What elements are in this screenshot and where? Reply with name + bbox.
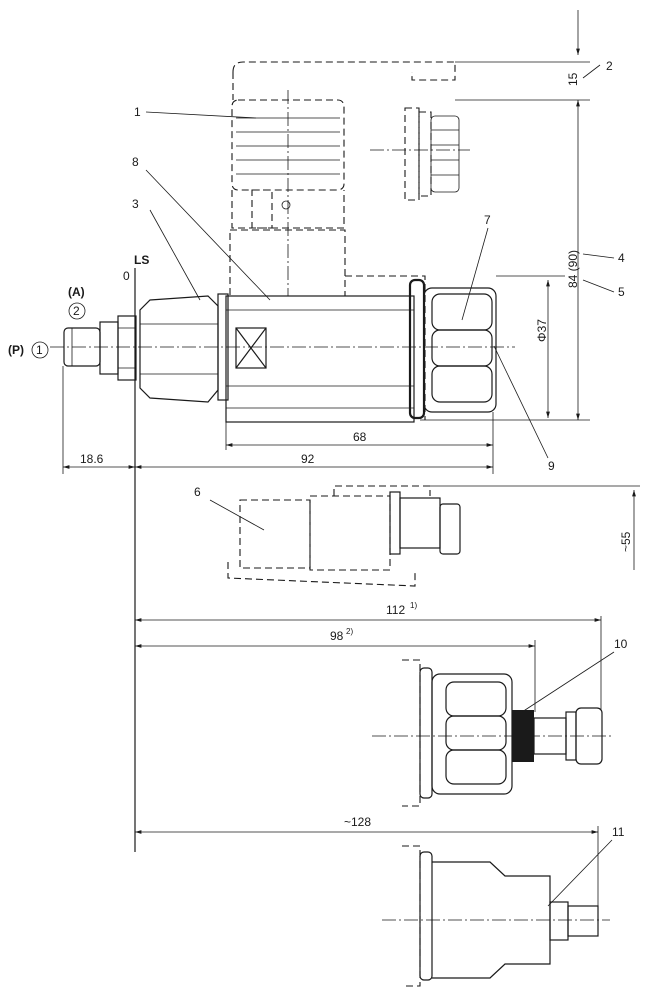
hex-nut	[139, 293, 229, 403]
ls-label: LS	[134, 253, 149, 267]
callout-10: 10	[614, 637, 628, 651]
dim-37: Φ37	[535, 319, 549, 342]
callout-8: 8	[132, 155, 139, 169]
dim-92: 92	[301, 452, 315, 466]
sensor-body	[225, 278, 497, 423]
callout-3: 3	[132, 197, 139, 211]
dim-112: 112	[386, 603, 405, 617]
dimension-texts: 15 84 (90) Φ37 68 92 18.6 ~55 112 1) 98 …	[80, 72, 633, 829]
callout-numbers: 1 2 3 4 5 6 7 8 9 10 11	[132, 59, 628, 839]
port-p-number: 1	[36, 343, 43, 357]
callout-5: 5	[618, 285, 625, 299]
port-p-label: (P)	[8, 343, 24, 357]
dim-128: ~128	[344, 815, 371, 829]
dim-112-note: 1)	[410, 601, 417, 610]
leader-lines	[145, 64, 615, 907]
callout-4: 4	[618, 251, 625, 265]
dim-18-6: 18.6	[80, 452, 104, 466]
callout-11: 11	[612, 825, 625, 839]
view-connector-6	[227, 485, 640, 587]
dim-68: 68	[353, 430, 367, 444]
port-labels: LS 0 (A) 2 (P) 1	[8, 253, 149, 359]
callout-1: 1	[134, 105, 141, 119]
callout-9: 9	[548, 459, 555, 473]
dim-55: ~55	[619, 531, 633, 552]
dim-98-note: 2)	[346, 627, 353, 636]
dim-84: 84 (90)	[566, 250, 580, 288]
main-dimensions	[62, 10, 590, 474]
connector-plug-outline	[229, 61, 470, 420]
port-a-label: (A)	[68, 285, 85, 299]
view-variant-11	[135, 826, 610, 987]
port-a-number: 2	[73, 304, 80, 318]
port-a-circle	[68, 302, 86, 320]
port-p-circle	[31, 341, 49, 359]
callout-7: 7	[484, 213, 491, 227]
view-variant-10	[135, 616, 612, 807]
process-connection	[63, 315, 137, 381]
callout-2: 2	[606, 59, 613, 73]
dim-98: 98	[330, 629, 344, 643]
zero-label: 0	[123, 269, 130, 283]
callout-6: 6	[194, 485, 201, 499]
main-view	[50, 61, 515, 423]
dim-15: 15	[566, 72, 580, 86]
